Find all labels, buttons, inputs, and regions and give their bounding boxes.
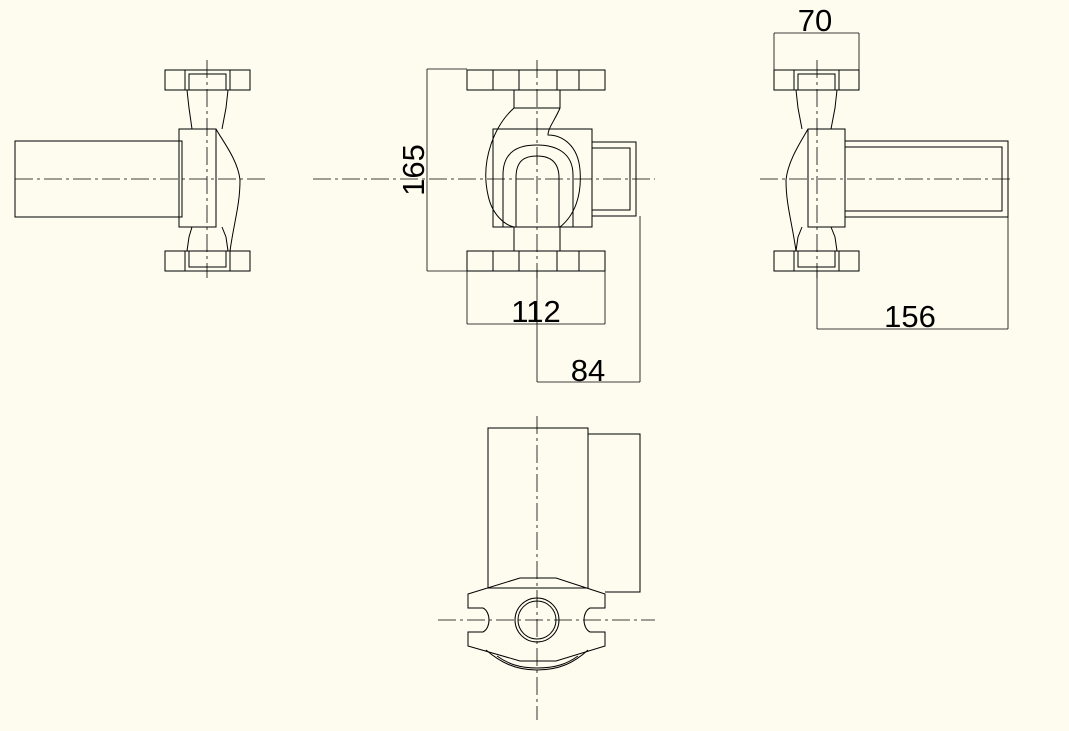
- dimension-motor-depth-label: 156: [884, 299, 936, 334]
- right-side-view: 70 156: [760, 3, 1010, 334]
- top-view: [438, 416, 655, 720]
- dimension-motor-offset-label: 84: [571, 353, 605, 388]
- dimension-flange-width-label: 112: [511, 294, 560, 329]
- dimension-height-label: 165: [396, 144, 431, 196]
- front-view: 165 112 84: [313, 60, 655, 388]
- left-side-view: [14, 60, 265, 278]
- dimension-flange-depth-label: 70: [798, 3, 832, 38]
